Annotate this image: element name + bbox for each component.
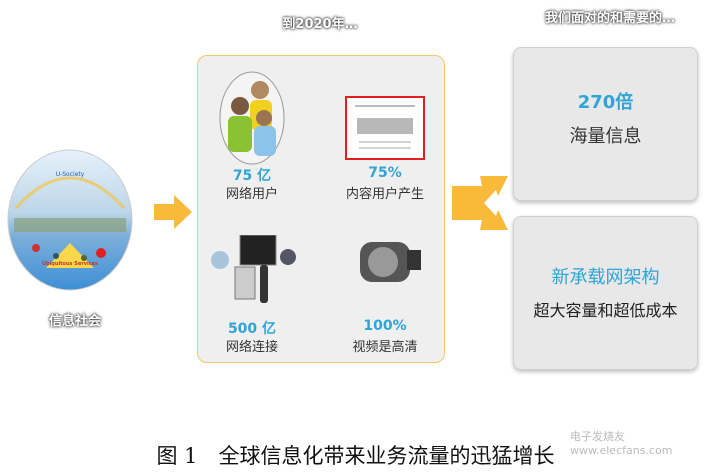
split-arrow-icon [452, 176, 508, 230]
connections-value: 500 亿 [227, 321, 277, 337]
ugc-label: 内容用户产生 [345, 187, 424, 202]
ubiquitous-services-text: Ubiquitous Services [42, 261, 98, 267]
people-icon [219, 71, 285, 165]
hd-video-value: 100% [363, 318, 407, 334]
information-society-label: 信息社会 [48, 314, 101, 329]
new-network-text: 超大容量和超低成本 [533, 301, 678, 320]
right-arrow-icon [154, 195, 192, 229]
users-label: 网络用户 [225, 187, 278, 202]
hd-video-label: 视频是高清 [352, 340, 418, 355]
u-society-text: U-Society [56, 171, 85, 178]
camcorder-icon [360, 242, 421, 282]
massive-info-text: 海量信息 [569, 126, 642, 147]
webpage-icon [345, 96, 425, 160]
massive-info-headline: 270倍 [577, 92, 634, 113]
devices-icon [211, 235, 296, 303]
right-title: 我们面对的和需要的… [544, 11, 675, 26]
new-network-headline: 新承载网架构 [551, 267, 660, 288]
connections-label: 网络连接 [225, 340, 278, 355]
massive-info-box: 270倍 海量信息 [513, 47, 698, 201]
new-network-box: 新承载网架构 超大容量和超低成本 [513, 216, 698, 370]
watermark: 电子发烧友 www.elecfans.com [570, 430, 673, 457]
middle-title: 到2020年… [282, 17, 358, 32]
ugc-value: 75% [368, 165, 402, 181]
information-society-image: U-Society Ubiquitous Services [7, 149, 133, 291]
figure-caption: 图 1 全球信息化带来业务流量的迅猛增长 [156, 444, 555, 468]
users-value: 75 亿 [232, 168, 272, 184]
